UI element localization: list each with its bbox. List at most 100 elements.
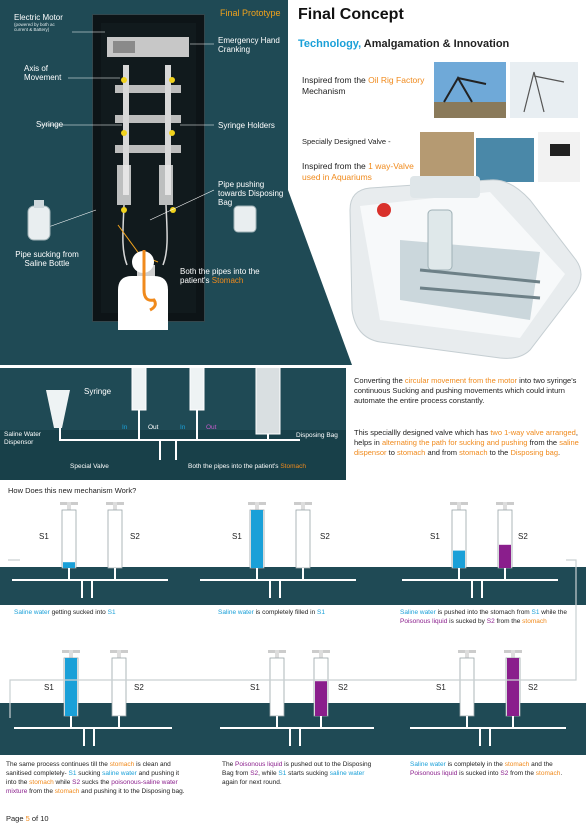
- aquarium-valve-images: [420, 132, 580, 182]
- step1-caption: Saline water getting sucked into S1: [14, 608, 184, 617]
- cap-highlight: S2: [486, 618, 495, 625]
- description-paragraph-2: This speciallly designed valve which has…: [354, 428, 579, 458]
- cap-text: starts sucking: [288, 770, 328, 777]
- step4-caption: The same process continues till the stom…: [6, 760, 186, 796]
- valve-inspiration: Inspired from the 1 way-Valve used in Aq…: [302, 161, 422, 183]
- cap-text: is sucked into: [459, 770, 499, 777]
- desc-text: .: [557, 448, 561, 457]
- patient-silhouette-icon: [118, 250, 168, 330]
- mech-disposing-bag: Disposing Bag: [296, 432, 338, 439]
- label-both-pipes: Both the pipes into the patient's Stomac…: [180, 267, 290, 285]
- page-prefix: Page: [6, 814, 24, 823]
- syringe-rod: [275, 650, 279, 660]
- cap-highlight: Poisonous liquid: [410, 770, 458, 777]
- syringe-fill: [453, 550, 465, 568]
- step2-s2: S2: [320, 532, 330, 541]
- final-prototype-label: Final Prototype: [220, 8, 281, 18]
- cap-highlight: S2: [72, 779, 81, 786]
- cap-text: and the: [531, 761, 553, 768]
- cap-highlight: S2: [250, 770, 259, 777]
- cap-highlight: S1: [68, 770, 77, 777]
- syringe-barrel: [111, 657, 127, 717]
- syringe-rod: [113, 502, 117, 512]
- oil-rig-inspiration: Inspired from the Oil Rig Factory Mechan…: [302, 75, 432, 97]
- cap-text: getting sucked into: [49, 609, 108, 616]
- cap-highlight: stomach: [535, 770, 561, 777]
- mech-out1: Out: [148, 424, 159, 431]
- syringe-rod: [255, 502, 259, 512]
- desc-text: to: [388, 448, 395, 457]
- mech-both-pipes: Both the pipes into the patient's Stomac…: [188, 462, 306, 471]
- cap-text: sucking: [78, 770, 101, 777]
- cap-highlight: Saline water: [14, 609, 50, 616]
- syringe-barrel: [295, 509, 311, 569]
- cap-text: .: [560, 770, 563, 777]
- oil-prefix: Inspired from the: [302, 75, 366, 85]
- cap-text: from the: [510, 770, 534, 777]
- desc-highlight: Disposing bag: [510, 448, 558, 457]
- mechanism-diagram: [0, 340, 346, 480]
- step1-s1: S1: [39, 532, 49, 541]
- syringe-rod: [457, 502, 461, 512]
- electric-motor-title: Electric Motor: [14, 13, 63, 22]
- step5-s2: S2: [338, 683, 348, 692]
- cap-highlight: Saline water: [218, 609, 254, 616]
- syringe-fill: [63, 562, 75, 568]
- step3-s2: S2: [518, 532, 528, 541]
- prototype-photo: [92, 14, 205, 322]
- syringe-rod: [511, 650, 515, 660]
- desc-highlight: two 1-way valve arranged: [490, 428, 576, 437]
- mech-special-valve: Special Valve: [70, 463, 109, 470]
- step6-s1: S1: [436, 683, 446, 692]
- how-title: How Does this new mechanism Work?: [8, 486, 137, 495]
- syringe-rod: [301, 502, 305, 512]
- cap-highlight: stomach: [109, 761, 135, 768]
- syringe-fill: [65, 658, 77, 716]
- label-pipe-sucking: Pipe sucking from Saline Bottle: [15, 250, 79, 268]
- syringe-fill: [251, 510, 263, 568]
- mech-in1: In: [122, 424, 128, 431]
- cap-highlight: saline water: [329, 770, 365, 777]
- cap-highlight: stomach: [54, 788, 80, 795]
- step2-s1: S1: [232, 532, 242, 541]
- step2-caption: Saline water is completely filled in S1: [218, 608, 388, 617]
- cap-text: and pushing it to the Disposing bag.: [81, 788, 185, 795]
- syringe-rod: [69, 650, 73, 660]
- oil-rig-images: [434, 62, 578, 118]
- desc-text: This speciallly designed valve which has: [354, 428, 489, 437]
- cap-text: is completely filled in: [253, 609, 318, 616]
- description-paragraph-1: Converting the circular movement from th…: [354, 376, 579, 406]
- tagline-technology: Technology,: [298, 38, 362, 50]
- step5-s1: S1: [250, 683, 260, 692]
- desc-text: Converting the: [354, 376, 403, 385]
- cap-highlight: Poisonous liquid: [235, 761, 283, 768]
- cap-text: The: [222, 761, 234, 768]
- cap-text: from the: [29, 788, 53, 795]
- syringe-rod: [67, 502, 71, 512]
- both-pipes-text: Both the pipes into the patient's: [180, 267, 260, 285]
- cap-highlight: S1: [317, 609, 325, 616]
- label-axis-of-movement: Axis of Movement: [24, 64, 62, 82]
- disposing-bag-icon: [233, 205, 257, 233]
- cap-text: while the: [539, 609, 567, 616]
- valve-highlight: 1 way-Valve used in Aquariums: [302, 161, 414, 182]
- label-pipe-pushing: Pipe pushing towards Disposing Bag: [218, 180, 284, 207]
- step1-s2: S2: [130, 532, 140, 541]
- syringe-barrel: [61, 509, 77, 569]
- cap-highlight: S1: [531, 609, 540, 616]
- cap-highlight: Saline water: [400, 609, 436, 616]
- final-device-render: [349, 176, 582, 359]
- cap-highlight: S1: [278, 770, 287, 777]
- cap-text: again for next round.: [222, 779, 282, 786]
- syringe-rod: [503, 502, 507, 512]
- cap-highlight: Poisonous liquid: [400, 618, 448, 625]
- cap-text: is pushed out to the Disposing Bag from: [222, 761, 372, 777]
- desc-highlight: saline dispensor: [354, 438, 579, 457]
- prototype-illustration: [101, 23, 196, 313]
- desc-text: from the: [529, 438, 558, 447]
- page-number: Page 5 of 10: [6, 814, 49, 823]
- cap-text: is pushed into the stomach from: [435, 609, 532, 616]
- valve-title: Specially Designed Valve -: [302, 137, 391, 146]
- mech-out2: Out: [206, 424, 217, 431]
- valve-prefix: Inspired from the: [302, 161, 366, 171]
